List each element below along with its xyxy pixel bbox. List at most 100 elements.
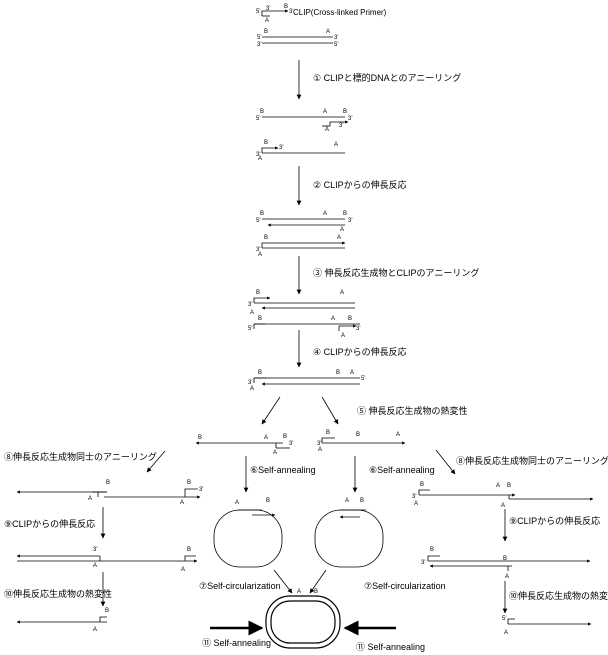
svg-text:B: B xyxy=(430,547,434,553)
self-annealed-loop-right: A B xyxy=(314,498,384,568)
step-2-figure: B A B 3' 5' A B 3' A A xyxy=(256,211,352,258)
svg-text:B: B xyxy=(260,211,264,217)
svg-text:A: A xyxy=(250,386,254,392)
svg-text:A: A xyxy=(318,447,322,453)
branch-arrow-right xyxy=(321,396,339,425)
svg-text:B: B xyxy=(420,482,424,488)
svg-text:3': 3' xyxy=(339,123,343,129)
svg-text:3': 3' xyxy=(279,145,283,151)
svg-text:B: B xyxy=(264,29,268,35)
branch-arrow-left xyxy=(261,396,281,425)
svg-text:3': 3' xyxy=(289,9,293,15)
step-6-label-left: ⑥Self-annealing xyxy=(250,465,316,475)
svg-text:A: A xyxy=(501,503,505,509)
svg-text:B: B xyxy=(258,370,262,376)
step-10-label-right: ⑩伸長反応生成物の熱変性 xyxy=(509,590,608,601)
svg-text:B: B xyxy=(260,109,264,115)
svg-text:3': 3' xyxy=(256,247,260,253)
svg-text:5': 5' xyxy=(257,35,261,41)
svg-text:3': 3' xyxy=(93,547,97,553)
svg-text:A: A xyxy=(345,498,349,504)
svg-text:A: A xyxy=(264,435,268,441)
step-4-label: ④ CLIPからの伸長反応 xyxy=(313,346,407,357)
svg-text:A: A xyxy=(180,500,184,506)
svg-text:B: B xyxy=(105,608,109,614)
svg-text:B: B xyxy=(187,480,191,486)
svg-text:A: A xyxy=(496,483,500,489)
svg-text:A: A xyxy=(504,630,508,636)
svg-text:A: A xyxy=(350,370,354,376)
svg-text:A: A xyxy=(88,496,92,502)
step-11-label-left: ⑪ Self-annealing xyxy=(202,638,271,648)
svg-text:B: B xyxy=(356,432,360,438)
svg-text:5': 5' xyxy=(248,326,252,332)
svg-text:A: A xyxy=(258,252,262,258)
svg-text:A: A xyxy=(396,432,400,438)
svg-text:5': 5' xyxy=(334,42,338,48)
svg-text:B: B xyxy=(266,498,270,504)
svg-text:3': 3' xyxy=(348,116,352,122)
svg-text:A: A xyxy=(340,290,344,296)
svg-text:B: B xyxy=(198,435,202,441)
svg-text:A: A xyxy=(258,156,262,162)
svg-text:B: B xyxy=(360,498,364,504)
svg-text:A: A xyxy=(414,501,418,507)
self-annealed-loop-left: A B xyxy=(213,498,283,568)
step-3-figure: B A 3' A B A B 5' A 3' xyxy=(248,290,360,339)
step-9-label-right: ⑨CLIPからの伸長反応 xyxy=(509,515,600,526)
svg-text:B: B xyxy=(336,370,340,376)
svg-text:3': 3' xyxy=(421,560,425,566)
svg-text:B: B xyxy=(106,480,110,486)
svg-text:B: B xyxy=(503,556,507,562)
step-4-figure: B B A 3' A 5' xyxy=(248,370,365,392)
svg-text:3': 3' xyxy=(356,326,360,332)
step-11-label-right: ⑪ Self-annealing xyxy=(356,642,425,652)
svg-text:B: B xyxy=(343,109,347,115)
step-10-label-left: ⑩伸長反応生成物の熱変性 xyxy=(4,588,112,599)
left-branch: ⑧伸長反応生成物同士のアニーリング B A B 3' A ⑨CLIPからの伸長反… xyxy=(4,450,203,633)
svg-text:3': 3' xyxy=(348,218,352,224)
svg-text:3': 3' xyxy=(257,42,261,48)
svg-text:B: B xyxy=(256,290,260,296)
denatured-strand-right: 3' B A B A xyxy=(317,430,406,453)
svg-text:A: A xyxy=(334,142,338,148)
svg-text:A: A xyxy=(326,29,330,35)
svg-text:A: A xyxy=(250,310,254,316)
svg-text:3': 3' xyxy=(317,441,321,447)
svg-text:B: B xyxy=(264,140,268,146)
svg-text:5': 5' xyxy=(361,376,365,382)
svg-text:B: B xyxy=(284,4,288,10)
circularized-product: A B xyxy=(265,589,341,649)
svg-text:A: A xyxy=(265,18,269,24)
svg-text:5': 5' xyxy=(502,616,506,622)
svg-text:5': 5' xyxy=(256,9,260,15)
step-9-label-left: ⑨CLIPからの伸長反応 xyxy=(4,518,95,529)
svg-text:A: A xyxy=(93,627,97,633)
svg-text:A: A xyxy=(273,450,277,456)
svg-text:B: B xyxy=(264,235,268,241)
svg-text:3': 3' xyxy=(334,35,338,41)
svg-text:3': 3' xyxy=(256,152,260,158)
step-2-label: ② CLIPからの伸長反応 xyxy=(313,179,407,190)
step-8-label-right: ⑧伸長反応生成物同士のアニーリング xyxy=(456,455,608,466)
svg-text:A: A xyxy=(93,563,97,569)
svg-text:A: A xyxy=(337,235,341,241)
svg-text:B: B xyxy=(326,430,330,436)
clip-primer-figure: 5' 3' B A 3' CLIP(Cross-linked Primer) xyxy=(256,4,387,24)
denatured-strand-left: B A B 3' A xyxy=(195,434,293,456)
svg-text:A: A xyxy=(297,589,301,595)
svg-text:3': 3' xyxy=(289,441,293,447)
svg-text:B: B xyxy=(314,589,318,595)
step-1-figure: B A B 5' 3' A 3' B 3' 3' A A xyxy=(256,109,352,162)
svg-text:A: A xyxy=(181,567,185,573)
svg-text:3': 3' xyxy=(266,6,270,12)
svg-text:B: B xyxy=(348,316,352,322)
clip-title: CLIP(Cross-linked Primer) xyxy=(293,8,387,17)
svg-text:3': 3' xyxy=(412,494,416,500)
svg-text:B: B xyxy=(507,483,511,489)
svg-text:5': 5' xyxy=(256,116,260,122)
svg-text:3': 3' xyxy=(199,487,203,493)
right-branch: ⑧伸長反応生成物同士のアニーリング 3' B A A B A ⑨CLIPからの伸… xyxy=(412,449,608,636)
